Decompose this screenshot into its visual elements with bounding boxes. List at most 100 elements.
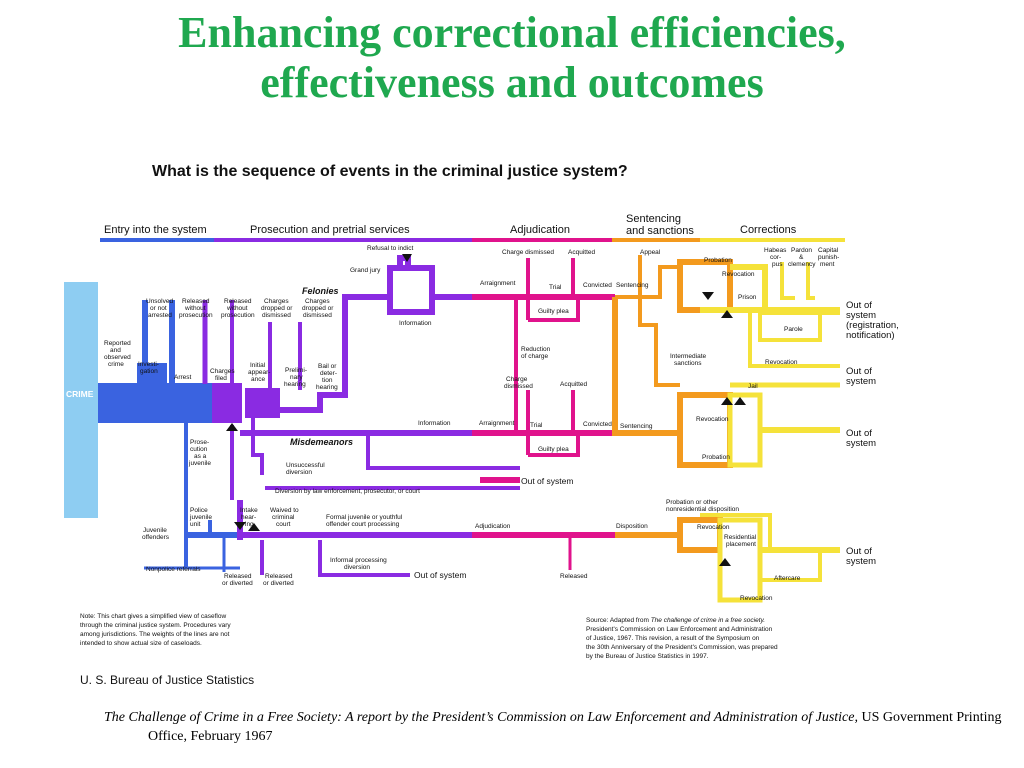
revocation-parole: Revocation bbox=[765, 359, 798, 366]
cdd2-1: Charges bbox=[305, 298, 330, 305]
formal-juv-1: Formal juvenile or youthful bbox=[326, 514, 403, 521]
intermediate-2: sanctions bbox=[674, 360, 702, 367]
habeas-2: cor- bbox=[770, 254, 781, 261]
bail-1: Bail or bbox=[318, 363, 337, 370]
rwp1-2: without bbox=[184, 305, 206, 312]
adjudication-flow bbox=[472, 258, 615, 570]
stage-entry: Entry into the system bbox=[104, 224, 207, 236]
source-line-1: Source: Adapted from The challenge of cr… bbox=[586, 617, 765, 624]
formal-juv-2: offender court processing bbox=[326, 521, 400, 528]
initial-3: ance bbox=[251, 376, 265, 383]
adjudication-labels: Charge dismissed Acquitted Arraignment T… bbox=[475, 249, 653, 580]
residential-2: placement bbox=[726, 541, 756, 548]
note-line-3: among jurisdictions. The weights of the … bbox=[80, 631, 230, 638]
out3-1: Out of bbox=[846, 428, 872, 439]
prosecution-juv-3: as a bbox=[194, 453, 207, 460]
police-juv-2: juvenile bbox=[189, 514, 212, 521]
intake-1: Intake bbox=[240, 507, 258, 514]
revocation-top: Revocation bbox=[722, 271, 755, 278]
investigation-2: gation bbox=[140, 368, 158, 375]
out-of-system-mid: Out of system bbox=[521, 476, 573, 486]
crime-label: CRIME bbox=[66, 389, 94, 399]
stage-prosecution: Prosecution and pretrial services bbox=[250, 224, 410, 236]
capital-2: punish- bbox=[818, 254, 839, 261]
guilty-plea-mid: Guilty plea bbox=[538, 446, 569, 453]
trial-mid: Trial bbox=[530, 422, 543, 429]
rwp1-1: Released bbox=[182, 298, 210, 305]
charge-dismissed-top: Charge dismissed bbox=[502, 249, 554, 256]
parole: Parole bbox=[784, 326, 803, 333]
trial-top: Trial bbox=[549, 284, 562, 291]
juv-offenders-2: offenders bbox=[142, 534, 170, 541]
source-line-5: by the Bureau of Justice Statistics in 1… bbox=[586, 653, 709, 660]
prob-other-1: Probation or other bbox=[666, 499, 719, 506]
out1-1: Out of bbox=[846, 300, 872, 311]
rwp2-1: Released bbox=[224, 298, 252, 305]
rwp2-3: prosecution bbox=[221, 312, 255, 319]
source-line-2: President's Commission on Law Enforcemen… bbox=[586, 626, 773, 633]
cdd2-3: dismissed bbox=[303, 312, 332, 319]
prosecution-flow bbox=[202, 255, 520, 577]
rel-div-2b: or diverted bbox=[263, 580, 294, 587]
adjudication-juv: Adjudication bbox=[475, 523, 511, 530]
pardon-2: & bbox=[799, 254, 804, 261]
police-juv-3: unit bbox=[190, 521, 201, 528]
nonpolice-referrals: Nonpolice referrals bbox=[146, 566, 201, 573]
charge-dismissed-mid-1: Charge bbox=[506, 376, 528, 383]
convicted-mid: Convicted bbox=[583, 421, 612, 428]
acquitted-top: Acquitted bbox=[568, 249, 595, 256]
rwp1-3: prosecution bbox=[179, 312, 213, 319]
cdd1-2: dropped or bbox=[261, 305, 293, 312]
reported-4: crime bbox=[108, 361, 124, 368]
sentencing-flow bbox=[612, 255, 733, 553]
habeas-1: Habeas bbox=[764, 247, 787, 254]
sentencing-mid: Sentencing bbox=[620, 423, 653, 430]
out2-1: Out of bbox=[846, 366, 872, 377]
grand-jury: Grand jury bbox=[350, 267, 381, 274]
slide-title-line-1: Enhancing correctional efficiencies, bbox=[178, 8, 846, 57]
entry-flow bbox=[98, 300, 240, 572]
reported-3: observed bbox=[104, 354, 131, 361]
sentencing-top: Sentencing bbox=[616, 282, 649, 289]
jail: Jail bbox=[748, 383, 758, 390]
out1-2: system bbox=[846, 310, 876, 321]
unsuccessful-2: diversion bbox=[286, 469, 312, 476]
felonies-label: Felonies bbox=[302, 286, 339, 296]
habeas-3: pus bbox=[772, 261, 783, 268]
arrest: Arrest bbox=[174, 374, 192, 381]
out-of-system-low: Out of system bbox=[414, 570, 466, 580]
reported-1: Reported bbox=[104, 340, 131, 347]
police-juv-1: Police bbox=[190, 507, 208, 514]
convicted-top: Convicted bbox=[583, 282, 612, 289]
pardon-3: clemency bbox=[788, 261, 816, 268]
prison: Prison bbox=[738, 294, 757, 301]
citation-italic: The Challenge of Crime in a Free Society… bbox=[104, 710, 858, 725]
unsolved-3: arrested bbox=[148, 312, 172, 319]
prob-other-2: nonresidential disposition bbox=[666, 506, 739, 513]
prosecution-juv-4: juvenile bbox=[188, 460, 211, 467]
prelim-2: nary bbox=[290, 374, 303, 381]
capital-3: ment bbox=[820, 261, 835, 268]
rel-div-1b: or diverted bbox=[222, 580, 253, 587]
source-line-4: the 30th Anniversary of the President's … bbox=[586, 644, 778, 651]
out1-3: (registration, bbox=[846, 320, 899, 331]
refusal-to-indict: Refusal to indict bbox=[367, 245, 413, 252]
prosecution-juv-1: Prose- bbox=[190, 439, 209, 446]
note-line-1: Note: This chart gives a simplified view… bbox=[80, 613, 226, 620]
waived-3: court bbox=[276, 521, 291, 528]
probation-mid: Probation bbox=[702, 454, 730, 461]
out1-4: notification) bbox=[846, 330, 895, 341]
probation-top: Probation bbox=[704, 257, 732, 264]
information-top: Information bbox=[399, 320, 432, 327]
revocation-juv: Revocation bbox=[697, 524, 730, 531]
guilty-plea-top: Guilty plea bbox=[538, 308, 569, 315]
agency-label: U. S. Bureau of Justice Statistics bbox=[80, 673, 254, 687]
prosecution-labels: Released without prosecution Charges dro… bbox=[188, 245, 466, 587]
out4-1: Out of bbox=[846, 546, 872, 557]
stage-adjudication: Adjudication bbox=[510, 224, 570, 236]
initial-1: Initial bbox=[250, 362, 266, 369]
unsolved-1: Unsolved bbox=[146, 298, 173, 305]
prelim-1: Prelimi- bbox=[285, 367, 307, 374]
initial-2: appear- bbox=[248, 369, 270, 376]
diagram-source: Source: Adapted from The challenge of cr… bbox=[586, 617, 778, 660]
